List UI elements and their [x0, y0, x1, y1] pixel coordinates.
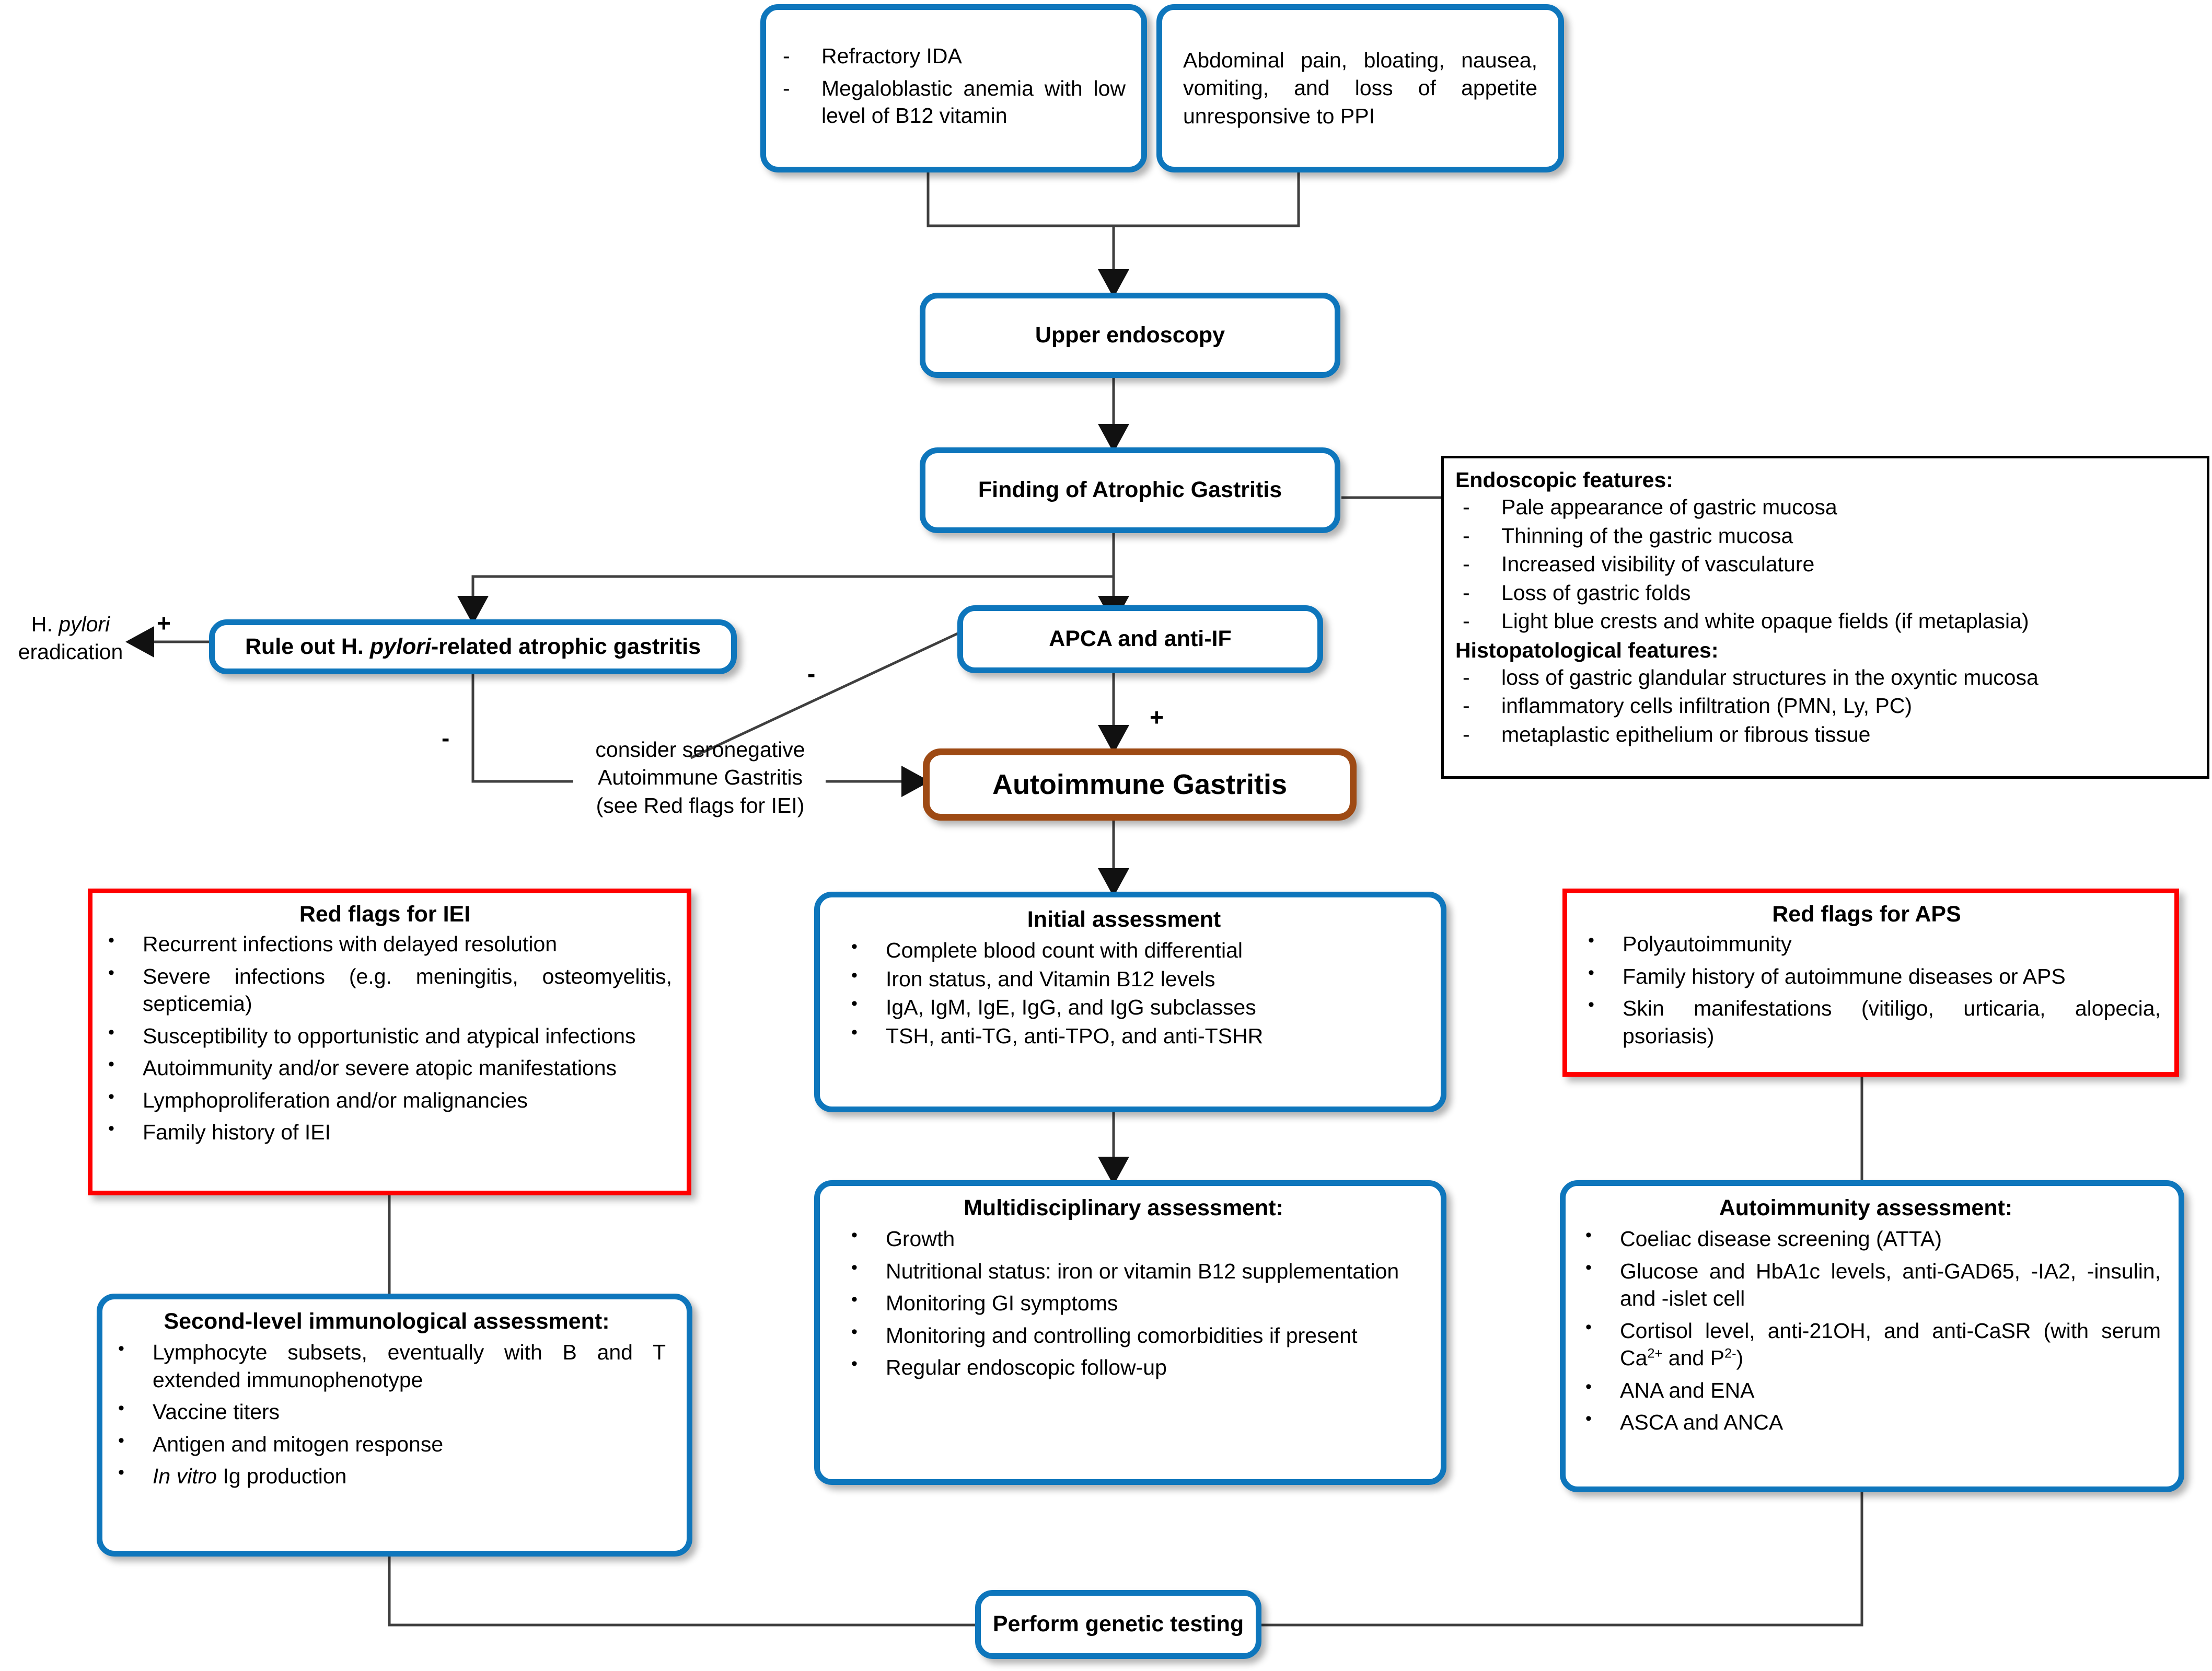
rule-out-suffix: -related atrophic gastritis: [431, 633, 701, 659]
red-flags-iei-list: Recurrent infections with delayed resolu…: [98, 929, 672, 1150]
seronegative-note: consider seronegative Autoimmune Gastrit…: [570, 736, 831, 820]
initial-assessment-title: Initial assessment: [1027, 907, 1221, 932]
list-item: inflammatory cells infiltration (PMN, Ly…: [1455, 692, 2197, 720]
autoimmune-gastritis-box: Autoimmune Gastritis: [923, 748, 1357, 821]
symptoms-hematologic-box: Refractory IDA Megaloblastic anemia with…: [760, 4, 1147, 172]
multidisciplinary-assessment-title: Multidisciplinary assessment:: [964, 1195, 1283, 1220]
list-item: Family history of autoimmune diseases or…: [1578, 962, 2161, 990]
hpylori-eradication-line2: eradication: [18, 640, 123, 664]
list-item: Light blue crests and white opaque field…: [1455, 607, 2197, 635]
list-item: Iron status, and Vitamin B12 levels: [841, 964, 1420, 993]
multidisciplinary-assessment-list: Growth Nutritional status: iron or vitam…: [828, 1224, 1419, 1386]
rule-out-hpylori-label: Rule out H. pylori-related atrophic gast…: [215, 634, 731, 660]
apca-antiif-box: APCA and anti-IF: [957, 605, 1323, 673]
seronegative-note-line3: (see Red flags for IEI): [596, 793, 805, 817]
second-level-immunological-list: Lymphocyte subsets, eventually with B an…: [108, 1338, 666, 1494]
list-item: Family history of IEI: [98, 1117, 672, 1146]
list-item: ANA and ENA: [1575, 1376, 2161, 1404]
list-item: loss of gastric glandular structures in …: [1455, 664, 2197, 692]
edge-label-apca-negative: -: [807, 660, 816, 687]
rule-out-italic: pylori: [369, 633, 431, 659]
edge-label-apca-positive: +: [1150, 704, 1164, 731]
list-item: Coeliac disease screening (ATTA): [1575, 1224, 2161, 1252]
list-item: Regular endoscopic follow-up: [841, 1353, 1419, 1381]
red-flags-iei-box: Red flags for IEI Recurrent infections w…: [88, 889, 691, 1195]
list-item: Thinning of the gastric mucosa: [1455, 522, 2197, 550]
list-item: IgA, IgM, IgE, IgG, and IgG subclasses: [841, 993, 1420, 1021]
second-level-immunological-box: Second-level immunological assessment: L…: [97, 1294, 692, 1557]
list-item: TSH, anti-TG, anti-TPO, and anti-TSHR: [841, 1021, 1420, 1050]
symptoms-gi-box: Abdominal pain, bloating, nausea, vomiti…: [1156, 4, 1564, 172]
list-item: Vaccine titers: [108, 1397, 666, 1425]
rule-out-prefix: Rule out H.: [245, 633, 370, 659]
red-flags-aps-list: Polyautoimmunity Family history of autoi…: [1572, 929, 2161, 1054]
list-item: Autoimmunity and/or severe atopic manife…: [98, 1053, 672, 1081]
apca-antiif-label: APCA and anti-IF: [1049, 626, 1232, 652]
initial-assessment-list: Complete blood count with differential I…: [828, 936, 1420, 1051]
list-item: Megaloblastic anemia with low level of B…: [775, 75, 1126, 130]
perform-genetic-testing-label: Perform genetic testing: [992, 1611, 1244, 1637]
list-item: ASCA and ANCA: [1575, 1408, 2161, 1436]
finding-atrophic-gastritis-box: Finding of Atrophic Gastritis: [920, 447, 1340, 533]
autoimmunity-assessment-title: Autoimmunity assessment:: [1719, 1195, 2013, 1220]
list-item: Cortisol level, anti-21OH, and anti-CaSR…: [1575, 1316, 2161, 1372]
finding-atrophic-gastritis-label: Finding of Atrophic Gastritis: [978, 477, 1282, 503]
second-level-immunological-title: Second-level immunological assessment:: [164, 1309, 610, 1334]
list-item: metaplastic epithelium or fibrous tissue: [1455, 721, 2197, 748]
list-item: Skin manifestations (vitiligo, urticaria…: [1578, 994, 2161, 1050]
list-item: Lymphocyte subsets, eventually with B an…: [108, 1338, 666, 1393]
list-item: In vitro Ig production: [108, 1461, 666, 1490]
histopathological-features-header: Histopatological features:: [1455, 638, 1719, 662]
initial-assessment-box: Initial assessment Complete blood count …: [814, 892, 1446, 1112]
list-item: Monitoring GI symptoms: [841, 1288, 1419, 1317]
red-flags-iei-title: Red flags for IEI: [299, 902, 471, 927]
red-flags-aps-box: Red flags for APS Polyautoimmunity Famil…: [1562, 889, 2179, 1077]
multidisciplinary-assessment-box: Multidisciplinary assessment: Growth Nut…: [814, 1180, 1446, 1485]
list-item: Antigen and mitogen response: [108, 1430, 666, 1458]
upper-endoscopy-label: Upper endoscopy: [1035, 322, 1225, 348]
list-item: Nutritional status: iron or vitamin B12 …: [841, 1257, 1419, 1285]
edge-label-hpylori-positive: +: [157, 609, 171, 637]
seronegative-note-line1: consider seronegative: [595, 737, 805, 762]
endoscopic-features-header: Endoscopic features:: [1455, 468, 1673, 492]
list-item: Increased visibility of vasculature: [1455, 550, 2197, 578]
endoscopic-features-list: Pale appearance of gastric mucosa Thinni…: [1455, 493, 2197, 636]
list-item: Monitoring and controlling comorbidities…: [841, 1321, 1419, 1349]
list-item: Growth: [841, 1224, 1419, 1252]
edge-label-hpylori-negative: -: [442, 724, 450, 752]
seronegative-note-line2: Autoimmune Gastritis: [598, 765, 803, 790]
histopathological-features-list: loss of gastric glandular structures in …: [1455, 664, 2197, 749]
list-item: Lymphoproliferation and/or malignancies: [98, 1086, 672, 1114]
list-item: Susceptibility to opportunistic and atyp…: [98, 1021, 672, 1050]
features-panel: Endoscopic features: Pale appearance of …: [1441, 456, 2209, 779]
list-item: Refractory IDA: [775, 42, 1126, 70]
list-item: Severe infections (e.g. meningitis, oste…: [98, 962, 672, 1018]
autoimmune-gastritis-label: Autoimmune Gastritis: [992, 768, 1288, 800]
rule-out-hpylori-box: Rule out H. pylori-related atrophic gast…: [209, 619, 737, 674]
list-item: Loss of gastric folds: [1455, 579, 2197, 607]
autoimmunity-assessment-box: Autoimmunity assessment: Coeliac disease…: [1560, 1180, 2184, 1492]
symptoms-gi-text: Abdominal pain, bloating, nausea, vomiti…: [1183, 48, 1537, 128]
red-flags-aps-title: Red flags for APS: [1772, 902, 1961, 927]
hpylori-eradication-label: H. pylori eradication: [5, 610, 136, 666]
list-item: Pale appearance of gastric mucosa: [1455, 493, 2197, 521]
list-item: Polyautoimmunity: [1578, 929, 2161, 958]
list-item: Complete blood count with differential: [841, 936, 1420, 964]
list-item: Recurrent infections with delayed resolu…: [98, 929, 672, 958]
autoimmunity-assessment-list: Coeliac disease screening (ATTA) Glucose…: [1571, 1224, 2161, 1440]
hpylori-eradication-line1: H. pylori: [31, 612, 110, 636]
upper-endoscopy-box: Upper endoscopy: [920, 293, 1340, 378]
perform-genetic-testing-box: Perform genetic testing: [975, 1590, 1261, 1659]
list-item: Glucose and HbA1c levels, anti-GAD65, -I…: [1575, 1257, 2161, 1312]
symptoms-hematologic-list: Refractory IDA Megaloblastic anemia with…: [775, 42, 1126, 134]
